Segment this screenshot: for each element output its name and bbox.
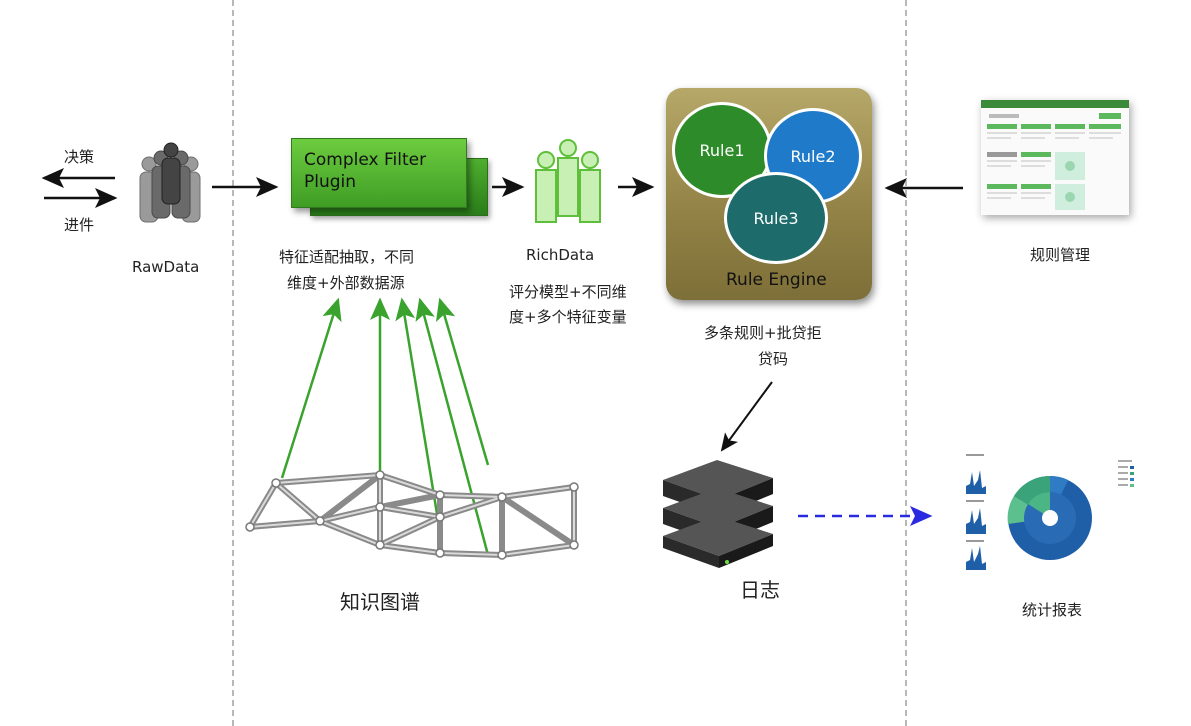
separator-left [232, 0, 234, 726]
kg-arrow-4 [415, 297, 490, 556]
engine-desc-line1: 多条规则+批贷拒 [704, 324, 822, 342]
engine-desc-line2: 贷码 [758, 350, 789, 368]
network-graph-icon [245, 470, 579, 560]
richdata-desc-line2: 度+多个特征变量 [509, 308, 627, 326]
incoming-label: 进件 [64, 216, 95, 234]
richdata-label: RichData [526, 246, 595, 264]
rawdata-label: RawData [132, 258, 200, 276]
rule3-circle: Rule3 [724, 172, 828, 264]
separator-right [905, 0, 907, 726]
people-green-icon [535, 139, 601, 223]
kg-arrow-3 [395, 297, 440, 521]
rule2-label: Rule2 [790, 146, 836, 166]
plugin-desc-line2: 维度+外部数据源 [287, 274, 405, 292]
decision-label: 决策 [64, 148, 95, 166]
rule1-label: Rule1 [699, 140, 745, 160]
kg-arrow-1 [280, 297, 342, 479]
report-chart-icon [966, 454, 1134, 570]
server-stack-icon [663, 460, 773, 568]
report-label: 统计报表 [1022, 601, 1083, 619]
engine-to-log-arrow [720, 381, 773, 452]
knowledge-graph-label: 知识图谱 [340, 590, 420, 614]
rule3-label: Rule3 [753, 208, 799, 228]
richdata-desc-line1: 评分模型+不同维 [509, 283, 627, 301]
dashboard-thumbnail-icon [981, 100, 1129, 215]
kg-arrow-5 [435, 297, 490, 466]
rule-engine-label: Rule Engine [726, 270, 827, 290]
rule-engine-box: Rule1 Rule2 Rule3 Rule Engine [666, 88, 872, 300]
plugin-card: Complex Filter Plugin [291, 138, 467, 208]
people-gray-icon [139, 142, 201, 223]
log-label: 日志 [740, 578, 780, 602]
rule-management-label: 规则管理 [1030, 246, 1091, 264]
plugin-desc-line1: 特征适配抽取，不同 [279, 248, 415, 266]
